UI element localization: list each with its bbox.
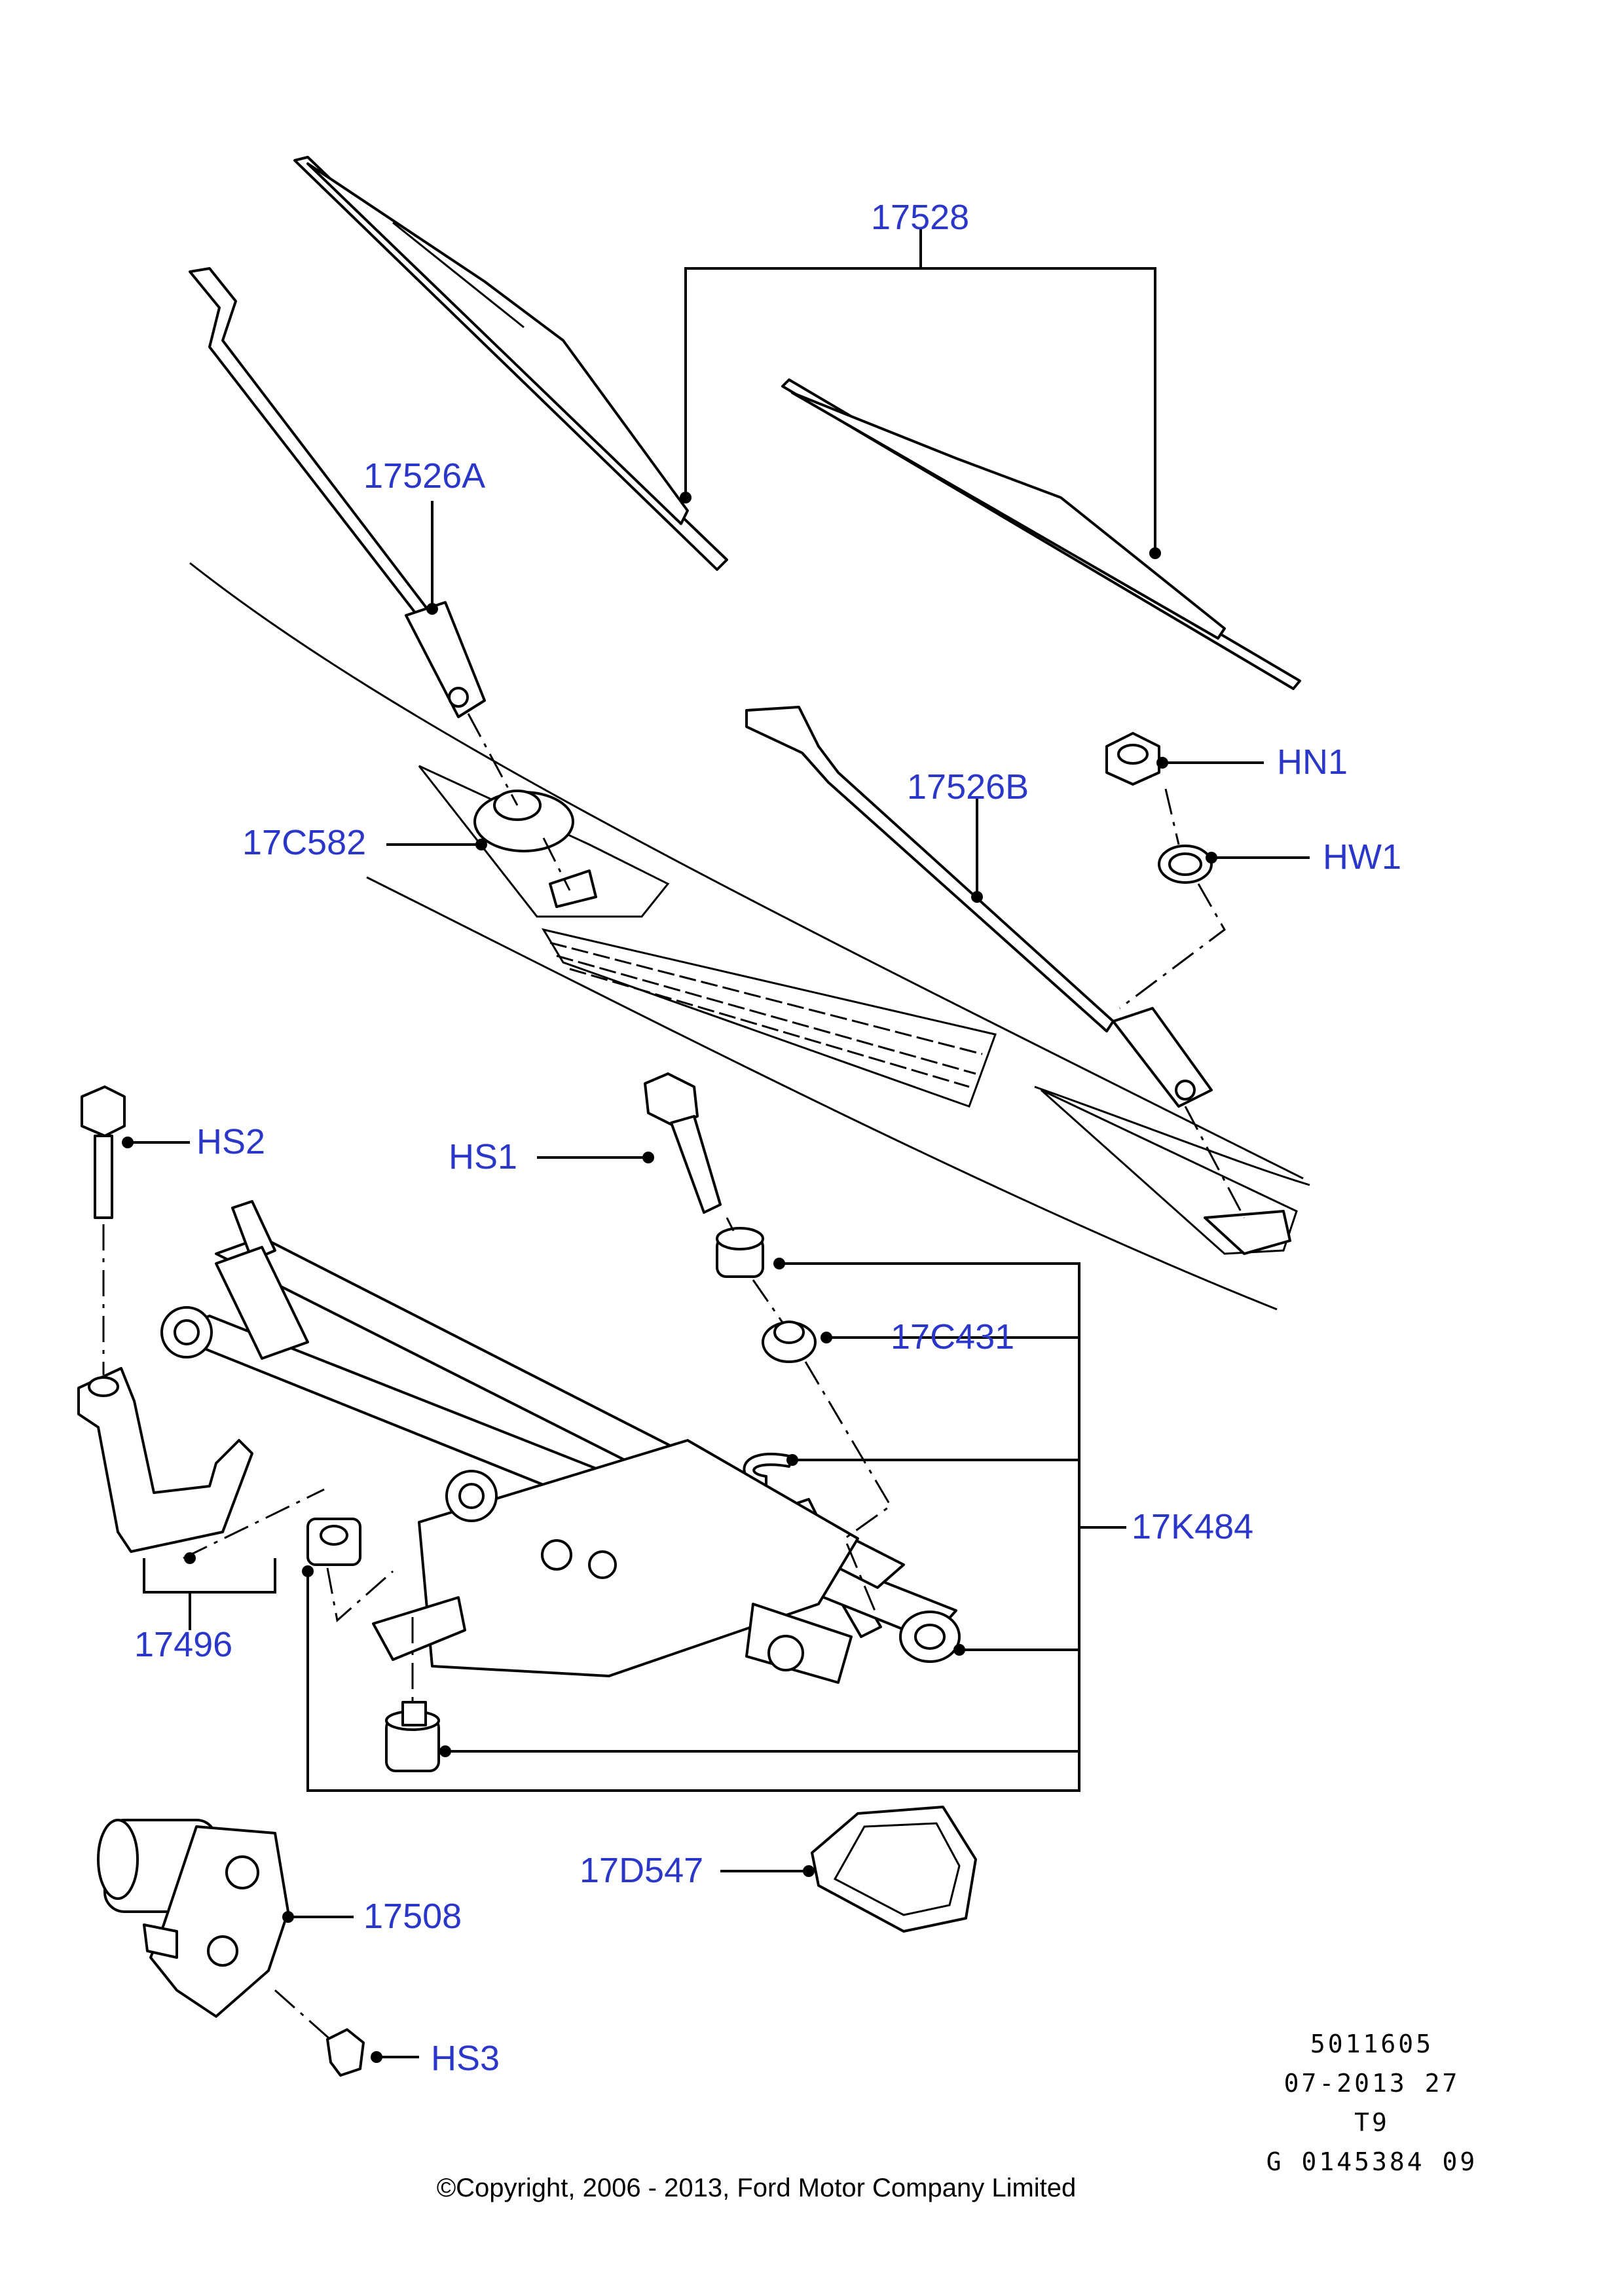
copyright-notice: ©Copyright, 2006 - 2013, Ford Motor Comp… — [437, 2174, 1077, 2202]
meta-line-1: 5011605 — [1310, 2030, 1433, 2058]
windscreen-outline — [189, 562, 1310, 1311]
label-hs2: HS2 — [196, 1122, 265, 1161]
meta-line-4: G 0145384 09 — [1266, 2147, 1478, 2176]
wiper-blade-right — [781, 378, 1301, 690]
cowl-vent-grille — [541, 928, 997, 1108]
leader-dots — [122, 492, 1217, 2063]
bolt-hs1 — [644, 1072, 722, 1214]
label-17k484: 17K484 — [1132, 1507, 1253, 1546]
label-17496: 17496 — [134, 1625, 232, 1664]
cowl-panel-right — [1041, 1089, 1298, 1255]
label-17508: 17508 — [363, 1897, 462, 1936]
cover-17d547 — [811, 1806, 977, 1933]
leader-lines — [128, 229, 1310, 2058]
wiper-linkage — [160, 1200, 961, 1684]
label-17d547: 17D547 — [580, 1851, 703, 1890]
nut-hn1 — [1105, 732, 1160, 786]
wiper-blade-left — [293, 156, 728, 571]
wiper-arm-right — [745, 706, 1213, 1108]
washer-hw1 — [1158, 845, 1213, 884]
label-hw1: HW1 — [1323, 837, 1401, 877]
label-hs1: HS1 — [449, 1137, 517, 1176]
label-17526b: 17526B — [907, 767, 1029, 807]
bushing-17c431-upper — [716, 1227, 764, 1278]
wiper-arm-left — [189, 267, 486, 718]
label-hn1: HN1 — [1277, 742, 1348, 782]
label-17c431: 17C431 — [891, 1317, 1014, 1357]
bracket-17496 — [77, 1367, 253, 1553]
label-hs3: HS3 — [431, 2039, 500, 2078]
label-17526a: 17526A — [363, 456, 485, 496]
grommet-17k484 — [306, 1518, 361, 1566]
bushing-17c431-lower — [762, 1321, 817, 1363]
meta-line-3: T9 — [1354, 2108, 1390, 2137]
screw-hs3 — [326, 2028, 365, 2077]
assembly-centre-lines — [102, 713, 1246, 2044]
label-17528: 17528 — [871, 198, 969, 237]
meta-line-2: 07-2013 27 — [1284, 2069, 1460, 2098]
spacer-17k484 — [385, 1701, 440, 1772]
label-17c582: 17C582 — [242, 823, 366, 862]
cap-17c582 — [473, 790, 574, 852]
bolt-hs2 — [81, 1085, 126, 1219]
wiper-motor-17508 — [97, 1819, 289, 2018]
